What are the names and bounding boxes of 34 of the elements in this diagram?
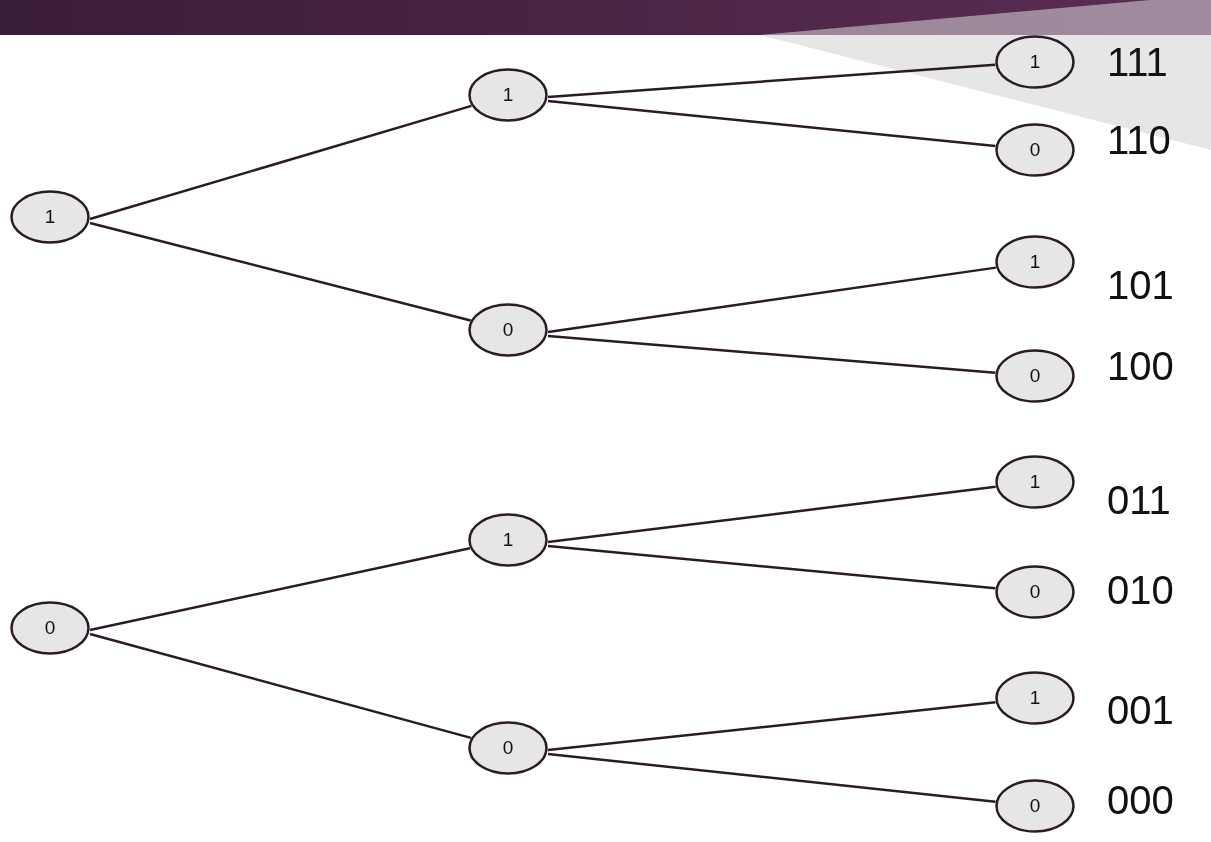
connector-line <box>547 752 996 804</box>
bit-string: 110 <box>1107 120 1171 160</box>
node-label: 1 <box>43 206 57 228</box>
node-label: 0 <box>1028 139 1042 161</box>
node-label: 1 <box>501 529 515 551</box>
connector-line <box>547 99 996 148</box>
node-label: 0 <box>501 319 515 341</box>
bit-string: 101 <box>1107 265 1174 305</box>
node-label: 0 <box>1028 795 1042 817</box>
bit-string: 100 <box>1107 346 1174 386</box>
bit-string: 011 <box>1107 480 1171 520</box>
node-label: 0 <box>1028 365 1042 387</box>
node-label: 0 <box>1028 581 1042 603</box>
bit-string: 000 <box>1107 780 1174 820</box>
node-label: 1 <box>1028 251 1042 273</box>
node-label: 1 <box>1028 51 1042 73</box>
connector-line <box>547 334 996 374</box>
connector-line <box>547 700 996 752</box>
node-label: 1 <box>1028 471 1042 493</box>
bit-string: 001 <box>1107 690 1174 730</box>
connector-line <box>89 547 471 632</box>
node-label: 1 <box>1028 687 1042 709</box>
bit-string: 010 <box>1107 570 1174 610</box>
connector-line <box>89 104 472 221</box>
node-label: 1 <box>501 84 515 106</box>
connector-line <box>547 266 997 334</box>
connector-line <box>547 544 996 590</box>
connector-line <box>89 632 472 740</box>
bit-string: 111 <box>1107 42 1168 82</box>
connector-line <box>547 63 996 99</box>
node-label: 0 <box>43 617 57 639</box>
connector-line <box>547 485 996 544</box>
connector-line <box>89 221 471 322</box>
node-label: 0 <box>501 737 515 759</box>
